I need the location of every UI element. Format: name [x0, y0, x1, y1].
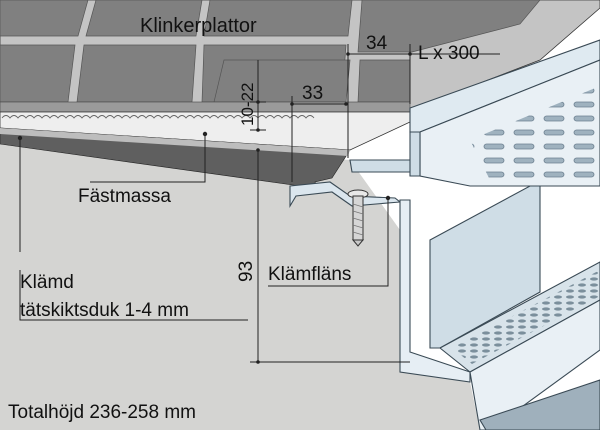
- tile: [85, 0, 203, 37]
- drain-channel: [469, 299, 600, 430]
- dimension-tile-thickness: 10-22: [238, 83, 257, 126]
- dimension-lines: [19, 44, 500, 363]
- tile: [76, 44, 197, 103]
- plate-perforation: [452, 270, 600, 364]
- drain-body: [289, 39, 600, 430]
- drain-pipe: [479, 379, 600, 430]
- adhesive-layer: [0, 111, 411, 151]
- clamp-flange-shape: [289, 181, 402, 208]
- membrane-top: [0, 128, 350, 156]
- drain-front-lip: [349, 131, 421, 177]
- label-membrane-line1: Klämd: [20, 272, 74, 293]
- label-adhesive: Fästmassa: [78, 186, 171, 207]
- drain-side-wall: [399, 199, 471, 383]
- label-membrane-line2: tätskiktsduk 1-4 mm: [20, 300, 189, 321]
- tile: [357, 59, 411, 103]
- adhesive-ridges: [1, 115, 315, 119]
- tile: [203, 0, 353, 37]
- tile: [0, 44, 76, 103]
- dimension-ticks: [17, 52, 412, 364]
- label-total-height: Totalhöjd 236-258 mm: [8, 402, 196, 423]
- screw: [347, 189, 369, 247]
- drain-inner-wall: [429, 185, 541, 349]
- tile: [357, 0, 541, 53]
- dimension-top-width: 34: [366, 33, 388, 54]
- dimension-inner-width: 33: [302, 83, 323, 104]
- tiles-group: [0, 0, 541, 103]
- label-tiles: Klinkerplattor: [140, 15, 257, 37]
- label-clamp-flange: Klämfläns: [268, 264, 351, 285]
- dimension-depth: 93: [236, 261, 257, 282]
- tile: [213, 59, 351, 103]
- dimension-length: L x 300: [418, 43, 480, 64]
- grate-slots: [470, 86, 600, 180]
- tile: [0, 0, 89, 37]
